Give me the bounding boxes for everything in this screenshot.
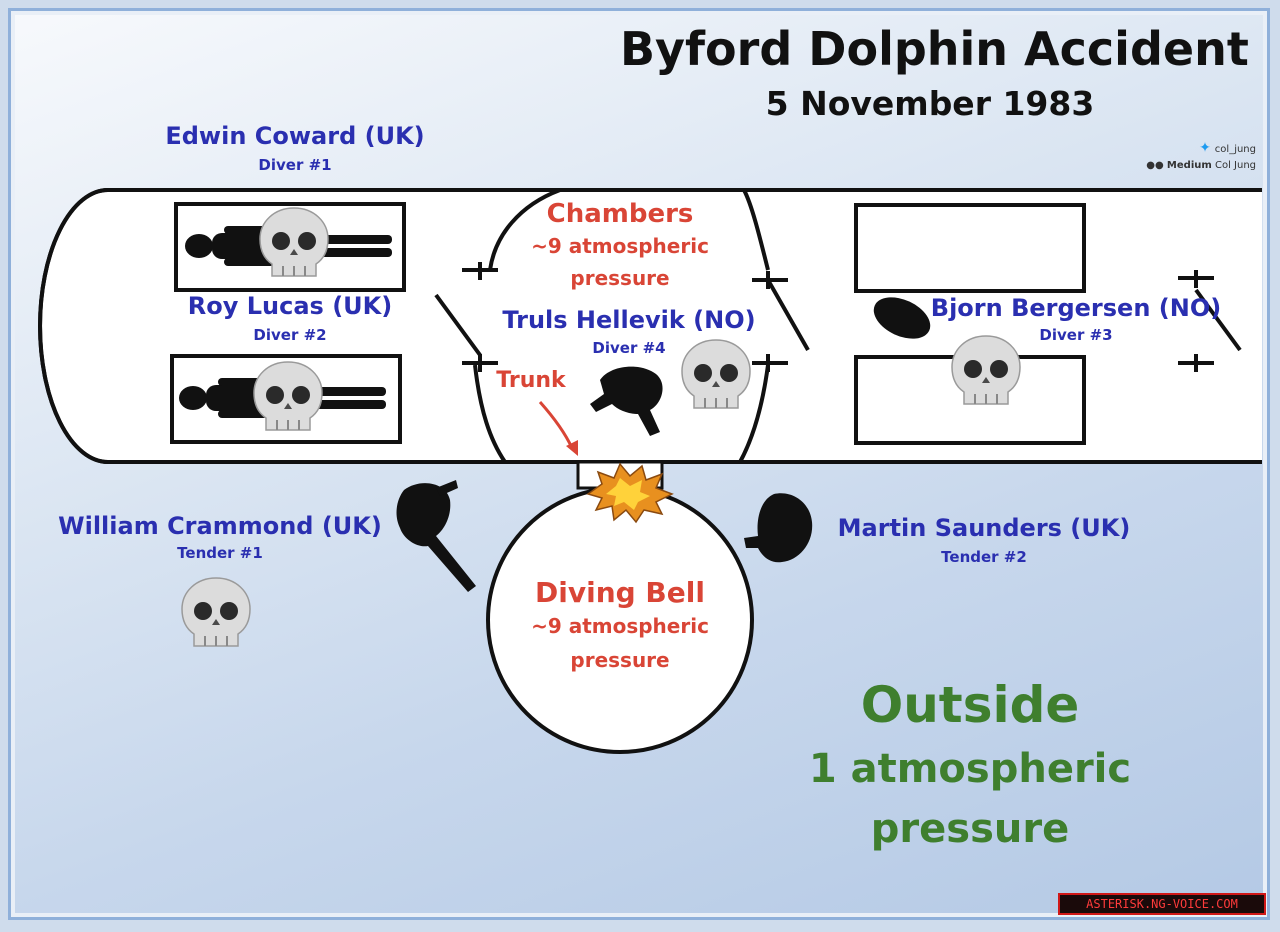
person-silhouette-icon: [744, 493, 813, 563]
watermark-badge: ASTERISK.NG-VOICE.COM: [1058, 893, 1266, 915]
credit-block: ✦col_jung ●● Medium Col Jung: [1116, 140, 1256, 174]
skull-icon: [181, 577, 251, 647]
tender-1-name: William Crammond (UK): [58, 512, 382, 540]
tender-2-role: Tender #2: [941, 548, 1027, 566]
diver-2-role: Diver #2: [253, 326, 327, 344]
author-name: Col Jung: [1214, 160, 1256, 171]
tender-2-name: Martin Saunders (UK): [837, 514, 1131, 542]
center-top-left-wall: [488, 188, 561, 271]
right-end-open-hatch: [1194, 288, 1242, 352]
diving-bell-label: Diving Bell: [535, 576, 705, 609]
bell-pressure-line-1: ~9 atmospheric: [531, 614, 709, 638]
twitter-bird-icon: ✦: [1199, 140, 1211, 156]
outside-pressure-line-2: pressure: [870, 806, 1070, 852]
bell-pressure-line-2: pressure: [570, 648, 670, 672]
chambers-label: Chambers: [546, 199, 694, 229]
medium-logo-icon: ●●: [1146, 160, 1167, 171]
person-silhouette-icon: [396, 480, 476, 592]
page-date: 5 November 1983: [765, 84, 1095, 123]
center-top-right-wall: [742, 189, 770, 271]
center-bottom-right-wall: [738, 364, 770, 463]
page-title: Byford Dolphin Accident: [620, 22, 1249, 76]
diver-3-role: Diver #3: [1039, 326, 1113, 344]
center-bottom-left-wall: [473, 364, 507, 464]
diver-4-role: Diver #4: [592, 339, 666, 357]
twitter-handle: col_jung: [1214, 144, 1256, 155]
diver-1-name: Edwin Coward (UK): [165, 122, 425, 150]
diver-3-name: Bjorn Bergersen (NO): [930, 294, 1222, 322]
diver-2-name: Roy Lucas (UK): [187, 292, 393, 320]
diver-1-role: Diver #1: [258, 156, 332, 174]
chambers-pressure-line-2: pressure: [570, 266, 670, 290]
chambers-pressure-line-1: ~9 atmospheric: [531, 234, 709, 258]
diver-4-name: Truls Hellevik (NO): [502, 306, 756, 334]
outside-pressure-line-1: 1 atmospheric: [808, 746, 1132, 792]
right-open-hatch: [766, 279, 810, 351]
person-silhouette-icon: [590, 366, 663, 436]
arrow-head-icon: [566, 440, 578, 456]
explosion-icon: [586, 462, 674, 524]
platform-name: Medium: [1166, 160, 1212, 171]
bunk-right-upper: [854, 203, 1086, 293]
tender-1-role: Tender #1: [177, 544, 263, 562]
chamber-left-end: [38, 188, 109, 464]
outside-label: Outside: [860, 676, 1080, 734]
trunk-label: Trunk: [496, 368, 566, 393]
left-open-hatch: [434, 293, 482, 357]
person-silhouette-icon: [873, 297, 931, 339]
